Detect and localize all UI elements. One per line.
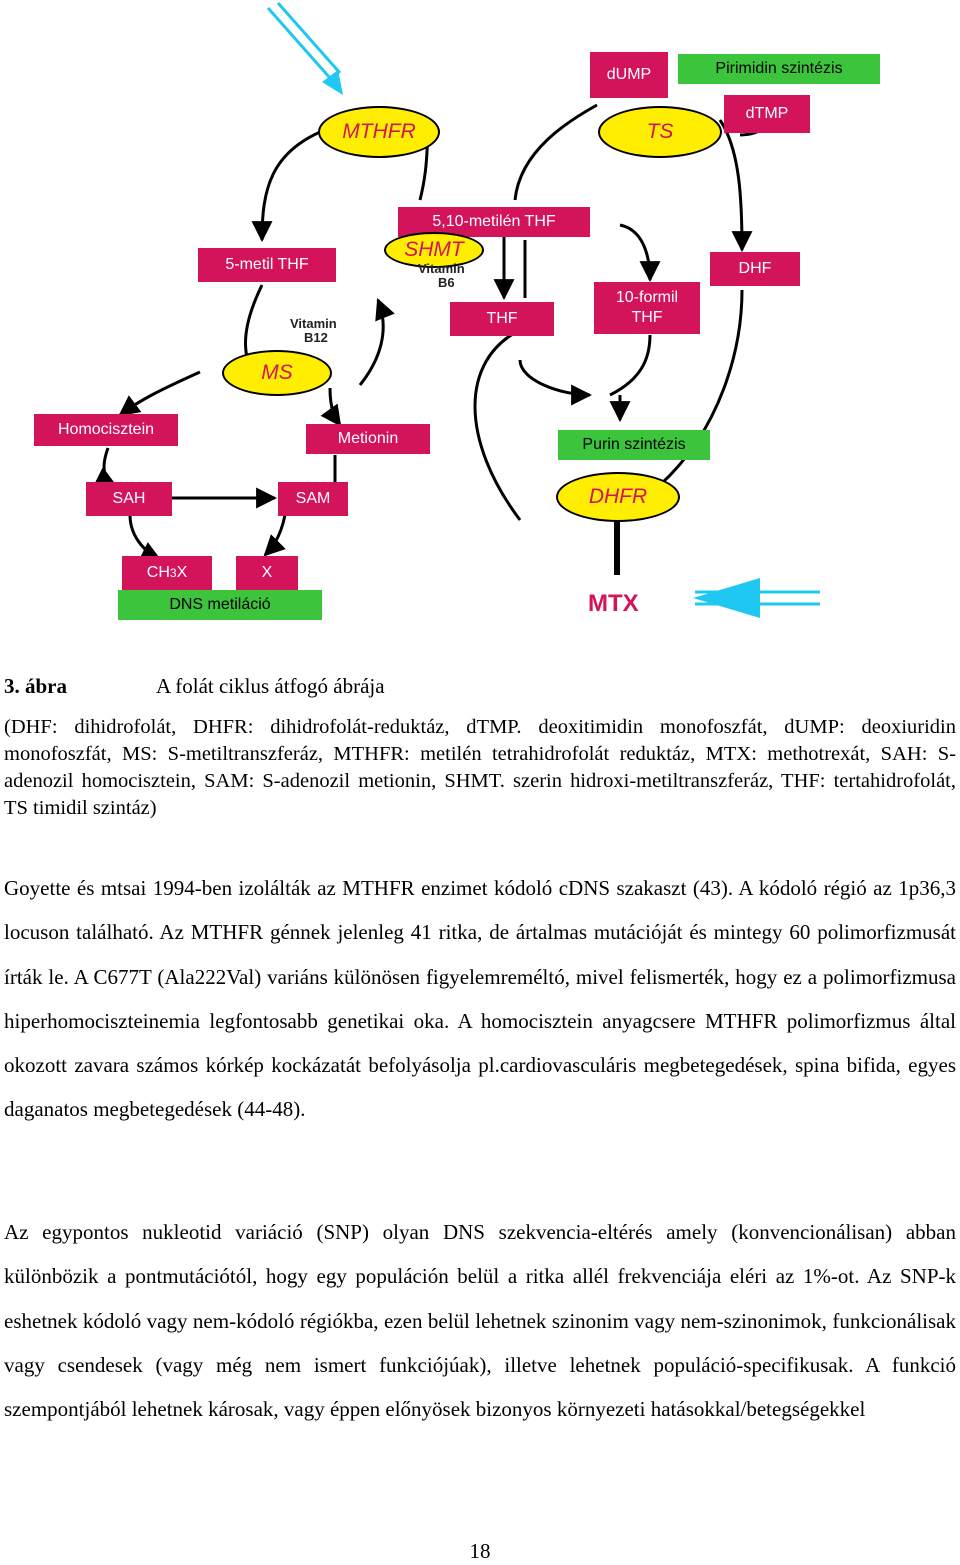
mthfr-label: MTHFR <box>342 120 416 143</box>
sam-box: SAM <box>278 482 348 516</box>
figure-caption: 3. ábra A folát ciklus átfogó ábrája <box>4 674 385 699</box>
ts-label: TS <box>646 120 674 143</box>
pyrimidine-synthesis-box: Pirimidin szintézis <box>678 54 880 84</box>
methyl-thf-label: 5-metil THF <box>225 256 309 273</box>
vitamin-b12-line1: Vitamin <box>290 316 337 331</box>
highlight-arrow-mthfr <box>266 7 332 79</box>
page-number: 18 <box>469 1539 491 1563</box>
dump-box: dUMP <box>590 52 668 98</box>
ts-oval: TS <box>598 106 722 158</box>
methionine-box: Metionin <box>306 424 430 454</box>
mtx-label: MTX <box>588 590 639 617</box>
figure-number: 3. ábra <box>4 674 67 698</box>
dhf-label: DHF <box>738 260 772 277</box>
arrow-ms-to-homocysteine <box>118 370 201 417</box>
vitamin-b12-label: Vitamin B12 <box>290 317 337 345</box>
arrow-mthfr-to-methylthf <box>251 126 331 243</box>
arrow-ms-cycle <box>358 298 395 386</box>
figure-legend: (DHF: dihidrofolát, DHFR: dihidrofolát-r… <box>4 716 956 819</box>
vitamin-b6-line2: B6 <box>438 275 455 290</box>
dhfr-label: DHFR <box>588 485 648 508</box>
dtmp-box: dTMP <box>724 95 810 133</box>
ch3x-subscript: 3 <box>169 566 177 580</box>
purine-label: Purin szintézis <box>582 436 686 453</box>
dna-methylation-label: DNS metiláció <box>169 596 271 613</box>
methylene-thf-label: 5,10-metilén THF <box>432 213 556 230</box>
vitamin-b6-line1: Vitamin <box>418 261 465 276</box>
sah-label: SAH <box>112 490 146 507</box>
figure-title: A folát ciklus átfogó ábrája <box>156 674 385 698</box>
dna-methylation-box: DNS metiláció <box>118 590 322 620</box>
thf-label: THF <box>486 310 518 327</box>
x-label: X <box>261 564 273 581</box>
vitamin-b6-label: Vitamin B6 <box>418 262 465 290</box>
mthfr-oval: MTHFR <box>318 106 440 158</box>
dhf-box: DHF <box>710 252 800 286</box>
homocysteine-label: Homocisztein <box>57 421 155 438</box>
arrow-ts-to-dhf <box>718 119 753 253</box>
formyl-thf-box: 10-formil THF <box>594 282 700 334</box>
paragraph-mthfr: Goyette és mtsai 1994-ben izolálták az M… <box>4 876 956 1122</box>
vitamin-b12-line2: B12 <box>304 330 328 345</box>
dhfr-oval: DHFR <box>556 472 680 522</box>
formyl-thf-label: 10-formil THF <box>615 289 679 326</box>
dtmp-label: dTMP <box>745 105 789 122</box>
ch3x-label: CH <box>146 564 170 581</box>
sam-label: SAM <box>295 490 331 507</box>
purine-synthesis-box: Purin szintézis <box>558 430 710 460</box>
methionine-label: Metionin <box>337 430 399 447</box>
dump-label: dUMP <box>606 66 652 83</box>
highlight-arrow-mtx <box>693 578 760 618</box>
thf-box: THF <box>450 302 554 336</box>
folate-cycle-diagram: dUMP Pirimidin szintézis dTMP 5,10-metil… <box>0 0 960 640</box>
shmt-oval: SHMT <box>384 232 484 268</box>
x-box: X <box>236 556 298 590</box>
methylene-thf-box: 5,10-metilén THF <box>398 207 590 237</box>
paragraph-snp: Az egypontos nukleotid variáció (SNP) ol… <box>4 1220 956 1422</box>
methyl-thf-box: 5-metil THF <box>198 248 336 282</box>
sah-box: SAH <box>86 482 172 516</box>
ms-oval: MS <box>222 350 332 396</box>
ms-label: MS <box>261 361 293 384</box>
shmt-label: SHMT <box>404 238 464 261</box>
ch3x-suffix: X <box>176 564 188 581</box>
pyrimidine-label: Pirimidin szintézis <box>715 60 843 77</box>
homocysteine-box: Homocisztein <box>34 414 178 446</box>
